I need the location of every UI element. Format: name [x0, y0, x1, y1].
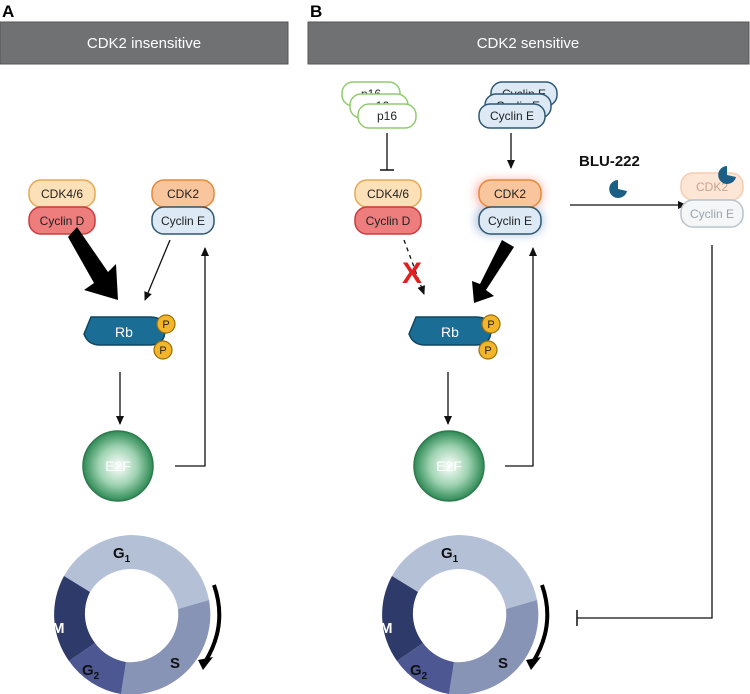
- a-s-label: S: [170, 655, 180, 672]
- panel-b: B CDK2 sensitive p16 p16 p16 Cyclin E Cy…: [307, 2, 750, 694]
- blu222-label: BLU-222: [579, 153, 640, 170]
- b-cycle-arrowhead: [526, 657, 541, 670]
- panel-a: A CDK2 insensitive CDK4/6 Cyclin D CDK2 …: [0, 2, 289, 694]
- b-cyclin-e-pill: [478, 206, 542, 235]
- b-cyclin-d-pill: [354, 206, 422, 235]
- a-cycle-direction-arrow: [203, 584, 222, 664]
- b-cyclin-e-front-label: Cyclin E: [490, 109, 534, 123]
- a-g2-label: G2: [82, 662, 100, 682]
- panel-a-header-text: CDK2 insensitive: [87, 35, 201, 52]
- b-cdk46-label: CDK4/6: [367, 187, 409, 201]
- b-phospho-1: [481, 314, 501, 334]
- a-rb-label: Rb: [115, 324, 133, 340]
- a-phospho-2: [153, 340, 173, 360]
- b-cell-cycle: G1 S M G2: [380, 535, 550, 694]
- panel-b-header-text: CDK2 sensitive: [477, 35, 580, 52]
- b-cyclin-e-label: Cyclin E: [488, 214, 532, 228]
- blu222-inhibitor-icon: [609, 180, 627, 198]
- a-e2f-node: [82, 430, 154, 502]
- a-g1-label: G1: [113, 545, 131, 565]
- b-cycle-g1-upper: [459, 535, 537, 609]
- b-g1-label: G1: [441, 545, 459, 565]
- b-p16-front-label: p16: [377, 109, 397, 123]
- a-cycle-g1-upper: [131, 535, 209, 609]
- b-s-label: S: [498, 655, 508, 672]
- inhibited-cyclin-e-pill: [680, 199, 744, 228]
- panel-letter-b: B: [310, 2, 322, 21]
- a-cyclin-d-label: Cyclin D: [40, 214, 85, 228]
- b-m-label: M: [380, 620, 393, 637]
- b-cyclin-e-front: [478, 103, 546, 129]
- b-strong-arrow: [472, 240, 514, 303]
- b-e2f-node: [413, 430, 485, 502]
- a-m-label: M: [52, 620, 65, 637]
- b-e2f-label: E2F: [436, 458, 462, 474]
- a-phospho-1: [156, 314, 176, 334]
- a-e2f-label: E2F: [105, 458, 131, 474]
- panel-b-header-bar: [307, 21, 750, 65]
- b-cyclin-d-label: Cyclin D: [366, 214, 411, 228]
- b-block-mark: X: [402, 257, 422, 290]
- a-cyclin-d-pill: [28, 206, 96, 235]
- b-phospho-1-label: P: [487, 319, 494, 331]
- a-strong-arrow: [68, 227, 118, 300]
- a-phospho-1-label: P: [162, 319, 169, 331]
- b-cdk2-label: CDK2: [494, 187, 526, 201]
- b-feedback-arrow: [505, 247, 537, 467]
- b-cycle-g2: [397, 643, 454, 694]
- a-cycle-g1-left: [64, 535, 131, 592]
- a-cdk2-label: CDK2: [167, 187, 199, 201]
- b-cycle-m: [382, 576, 423, 661]
- a-weak-arrow: [144, 239, 171, 301]
- a-cell-cycle: G1 S M G2: [52, 535, 222, 694]
- a-feedback-arrow: [175, 247, 209, 467]
- a-phospho-2-label: P: [159, 345, 166, 357]
- b-cycle-g1-left: [392, 535, 459, 592]
- a-cycle-g2: [69, 643, 126, 694]
- a-cycle-m: [54, 576, 95, 661]
- a-cdk46-label: CDK4/6: [41, 187, 83, 201]
- b-p16-front: [357, 103, 417, 129]
- b-phospho-2-label: P: [484, 345, 491, 357]
- b-cyclin-e-stack: Cyclin E Cyclin E Cyclin E: [478, 81, 558, 129]
- bound-inhibitor-icon: [718, 166, 736, 184]
- inhibited-cyclin-e-label: Cyclin E: [690, 207, 734, 221]
- b-cycle-s: [449, 600, 539, 694]
- b-cycle-inhibit-line: [577, 245, 713, 619]
- b-p16-stack: p16 p16 p16: [341, 81, 417, 129]
- b-cycle-direction-arrow: [531, 584, 550, 664]
- a-cycle-arrowhead: [198, 657, 213, 670]
- b-phospho-2: [478, 340, 498, 360]
- panel-a-header-bar: [0, 21, 289, 65]
- b-g2-label: G2: [410, 662, 428, 682]
- b-rb-label: Rb: [441, 324, 459, 340]
- a-cyclin-e-label: Cyclin E: [161, 214, 205, 228]
- a-cycle-s: [121, 600, 211, 694]
- inhibited-cdk2-label: CDK2: [696, 180, 728, 194]
- b-blocked-arrow: [403, 239, 425, 295]
- a-cyclin-e-pill: [151, 206, 215, 235]
- panel-letter-a: A: [2, 2, 14, 21]
